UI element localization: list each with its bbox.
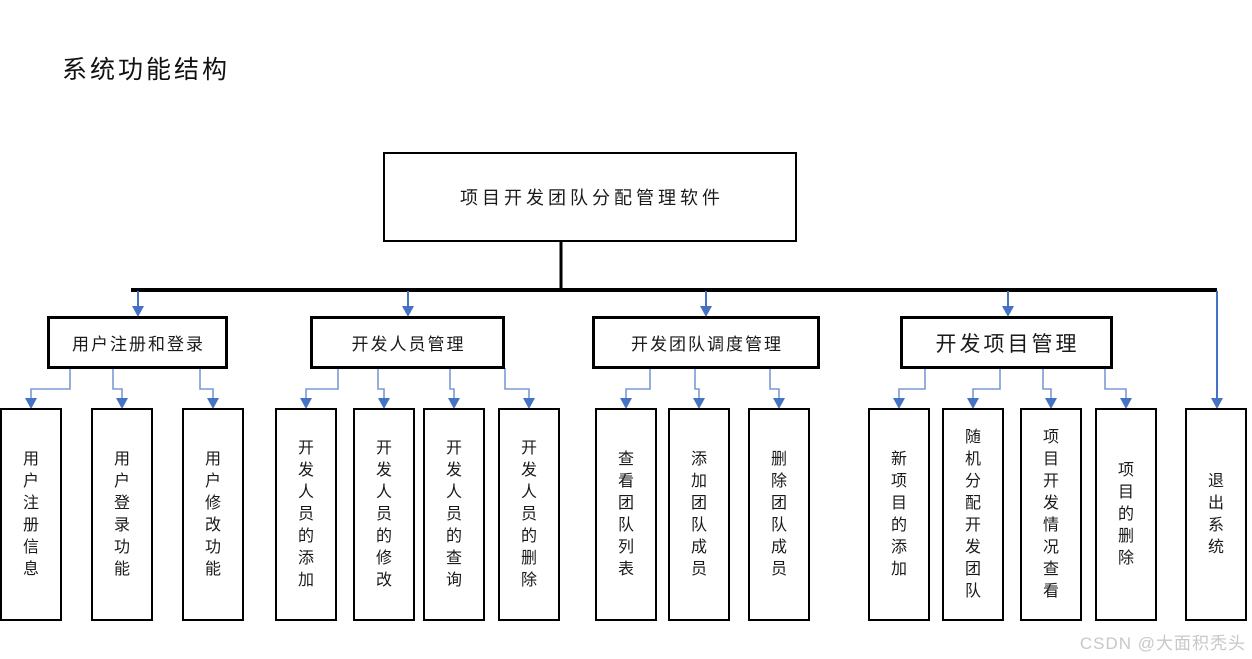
leaf-node: 新项目的添加 xyxy=(868,408,930,621)
group-to-leaf-line xyxy=(898,368,926,398)
bus-to-group-arrowhead xyxy=(132,306,144,317)
root-node: 项目开发团队分配管理软件 xyxy=(383,152,797,242)
group-to-leaf-arrowhead xyxy=(378,398,390,409)
bus-to-group-arrowhead xyxy=(1002,306,1014,317)
leaf-node-label: 新项目的添加 xyxy=(890,450,907,578)
watermark: CSDN @大面积秃头 xyxy=(1079,634,1246,653)
bus-to-group-arrowhead xyxy=(700,306,712,317)
group-node-label: 开发人员管理 xyxy=(351,335,466,354)
group-to-leaf-line xyxy=(504,368,530,398)
leaf-node-label: 开发人员的查询 xyxy=(445,439,462,589)
leaf-node-label: 开发人员的修改 xyxy=(375,439,392,589)
group-to-leaf-line xyxy=(972,368,1001,398)
bus-to-exit-arrowhead xyxy=(1211,398,1223,409)
group-node-developer-management: 开发人员管理 xyxy=(310,316,505,369)
group-to-leaf-arrowhead xyxy=(893,398,905,409)
group-to-leaf-arrowhead xyxy=(1045,398,1057,409)
group-node-label: 用户注册和登录 xyxy=(72,335,205,354)
group-to-leaf-arrowhead xyxy=(207,398,219,409)
group-to-leaf-line xyxy=(30,368,71,398)
group-to-leaf-line xyxy=(199,368,214,398)
group-to-leaf-arrowhead xyxy=(773,398,785,409)
leaf-node: 删除团队成员 xyxy=(748,408,810,621)
group-to-leaf-line xyxy=(1042,368,1052,398)
leaf-node: 查看团队列表 xyxy=(595,408,657,621)
leaf-node-label: 添加团队成员 xyxy=(690,450,707,578)
leaf-node: 用户修改功能 xyxy=(182,408,244,621)
group-to-leaf-line xyxy=(112,368,123,398)
leaf-node: 添加团队成员 xyxy=(668,408,730,621)
leaf-node-label: 开发人员的删除 xyxy=(520,439,537,589)
group-to-leaf-arrowhead xyxy=(1120,398,1132,409)
leaf-node: 开发人员的修改 xyxy=(353,408,415,621)
leaf-node: 开发人员的添加 xyxy=(275,408,337,621)
leaf-node: 项目开发情况查看 xyxy=(1020,408,1082,621)
group-to-leaf-line xyxy=(377,368,385,398)
leaf-node-label: 用户修改功能 xyxy=(204,450,221,578)
leaf-node: 退出系统 xyxy=(1185,408,1247,621)
leaf-node-label: 退出系统 xyxy=(1207,472,1224,556)
group-node-project-management: 开发项目管理 xyxy=(900,316,1113,369)
leaf-node-label: 项目的删除 xyxy=(1117,461,1134,567)
group-to-leaf-arrowhead xyxy=(523,398,535,409)
group-node-team-scheduling-management: 开发团队调度管理 xyxy=(592,316,820,369)
group-to-leaf-line xyxy=(694,368,700,398)
leaf-node-label: 用户登录功能 xyxy=(113,450,130,578)
leaf-node: 开发人员的查询 xyxy=(423,408,485,621)
leaf-node-label: 项目开发情况查看 xyxy=(1042,428,1059,600)
bus-to-group-arrowhead xyxy=(402,306,414,317)
group-to-leaf-arrowhead xyxy=(300,398,312,409)
group-to-leaf-line xyxy=(449,368,455,398)
group-node-user-register-login: 用户注册和登录 xyxy=(47,316,228,369)
group-to-leaf-arrowhead xyxy=(620,398,632,409)
group-to-leaf-arrowhead xyxy=(448,398,460,409)
group-node-label: 开发团队调度管理 xyxy=(631,335,783,354)
group-to-leaf-arrowhead xyxy=(693,398,705,409)
leaf-node: 开发人员的删除 xyxy=(498,408,560,621)
group-to-leaf-line xyxy=(769,368,780,398)
leaf-node: 用户注册信息 xyxy=(0,408,62,621)
leaf-node-label: 查看团队列表 xyxy=(617,450,634,578)
leaf-node-label: 开发人员的添加 xyxy=(297,439,314,589)
group-to-leaf-arrowhead xyxy=(25,398,37,409)
group-to-leaf-line xyxy=(625,368,651,398)
group-to-leaf-line xyxy=(1104,368,1127,398)
group-to-leaf-arrowhead xyxy=(116,398,128,409)
group-to-leaf-line xyxy=(305,368,339,398)
group-node-label: 开发项目管理 xyxy=(935,332,1080,356)
root-node-label: 项目开发团队分配管理软件 xyxy=(460,188,724,208)
page-title: 系统功能结构 xyxy=(62,56,231,84)
leaf-node: 随机分配开发团队 xyxy=(942,408,1004,621)
group-to-leaf-arrowhead xyxy=(967,398,979,409)
leaf-node-label: 删除团队成员 xyxy=(770,450,787,578)
leaf-node-label: 随机分配开发团队 xyxy=(964,428,981,600)
leaf-node: 用户登录功能 xyxy=(91,408,153,621)
leaf-node: 项目的删除 xyxy=(1095,408,1157,621)
leaf-node-label: 用户注册信息 xyxy=(22,450,39,578)
